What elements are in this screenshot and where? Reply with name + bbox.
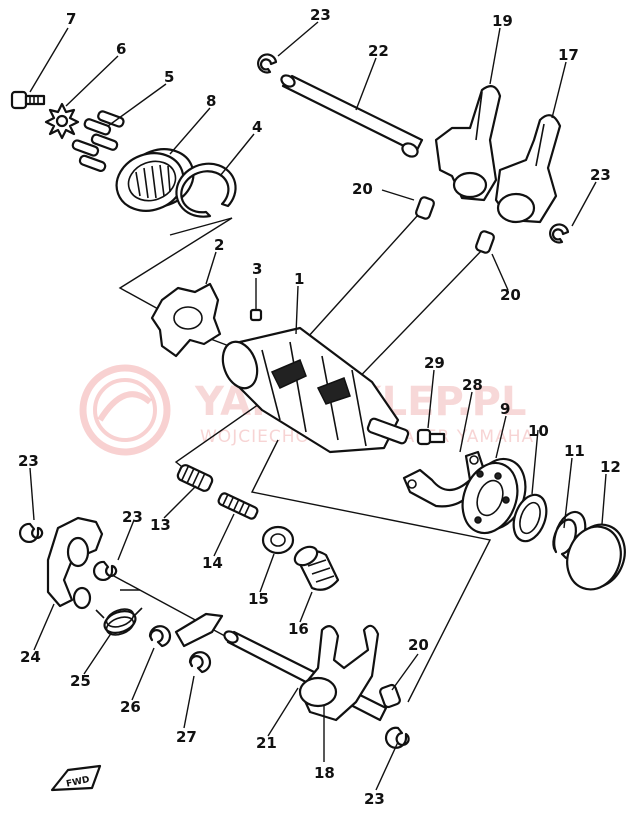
part-20-roller-mid: [475, 230, 495, 254]
part-1-shift-drum: [221, 326, 410, 454]
callout-19: 19: [492, 12, 513, 30]
part-25-torsion-spring: [95, 607, 143, 636]
callout-labels: 7 6 5 8 4 2 3 1 23 22 19 17 23 20 20 29 …: [18, 6, 621, 808]
fwd-arrow-icon: FWD: [50, 764, 102, 792]
part-15-washer: [261, 525, 295, 555]
callout-2: 2: [214, 236, 224, 254]
part-23-clip-mid-left: [92, 560, 118, 582]
part-3-dowel-pin: [249, 308, 263, 322]
part-24-shift-arm: [46, 516, 104, 610]
part-23-clip-right: [549, 223, 570, 244]
part-26-washer: [148, 625, 172, 648]
callout-27: 27: [176, 728, 197, 746]
callout-4: 4: [252, 118, 262, 136]
part-5-pins: [71, 110, 125, 173]
callout-3: 3: [252, 260, 262, 278]
shift-lever-plate: [174, 612, 224, 648]
part-10-washer: [512, 493, 548, 543]
part-20-roller-lower: [379, 683, 401, 709]
callout-11: 11: [564, 442, 585, 460]
callout-10: 10: [528, 422, 549, 440]
callout-23-right: 23: [590, 166, 611, 184]
callout-6: 6: [116, 40, 126, 58]
part-23-clip-left: [18, 522, 44, 544]
callout-20-lower: 20: [408, 636, 429, 654]
callout-22: 22: [368, 42, 389, 60]
callout-17: 17: [558, 46, 579, 64]
part-6-star-washer: [44, 102, 80, 140]
callout-18: 18: [314, 764, 335, 782]
callout-23-mid: 23: [122, 508, 143, 526]
part-13-spring: [176, 464, 214, 492]
callout-25: 25: [70, 672, 91, 690]
callout-23-left: 23: [18, 452, 39, 470]
callout-14: 14: [202, 554, 223, 572]
callout-16: 16: [288, 620, 309, 638]
part-22-shift-fork-shaft: [280, 74, 424, 158]
part-18-shift-fork: [298, 624, 380, 722]
part-2-segment-plate: [150, 282, 222, 358]
callout-29: 29: [424, 354, 445, 372]
part-23-clip-top: [257, 53, 278, 74]
callout-26: 26: [120, 698, 141, 716]
fwd-label: FWD: [65, 775, 90, 790]
callout-24: 24: [20, 648, 41, 666]
callout-12: 12: [600, 458, 621, 476]
callout-15: 15: [248, 590, 269, 608]
part-19-shift-fork: [434, 85, 502, 202]
callout-9: 9: [500, 400, 510, 418]
callout-20-mid: 20: [500, 286, 521, 304]
callout-28: 28: [462, 376, 483, 394]
part-8-needle-bearing: [115, 148, 195, 212]
callout-leaders: [29, 21, 607, 791]
part-9-ball-bearing: [461, 457, 527, 535]
callout-7: 7: [66, 10, 76, 28]
callout-1: 1: [294, 270, 304, 288]
part-17-shift-fork: [494, 114, 562, 224]
part-16-plug: [293, 545, 340, 591]
callout-13: 13: [150, 516, 171, 534]
part-27-clip: [188, 651, 212, 674]
callout-23-top: 23: [310, 6, 331, 24]
callout-20-upper: 20: [352, 180, 373, 198]
callout-21: 21: [256, 734, 277, 752]
part-20-roller-upper: [415, 196, 435, 220]
part-29-bolt: [416, 428, 446, 446]
callout-8: 8: [206, 92, 216, 110]
part-14-spring: [217, 492, 259, 520]
part-12-cap: [566, 523, 626, 591]
callout-23-bottom: 23: [364, 790, 385, 808]
part-4-circlip: [175, 162, 237, 218]
part-7-screw: [10, 90, 46, 110]
callout-5: 5: [164, 68, 174, 86]
